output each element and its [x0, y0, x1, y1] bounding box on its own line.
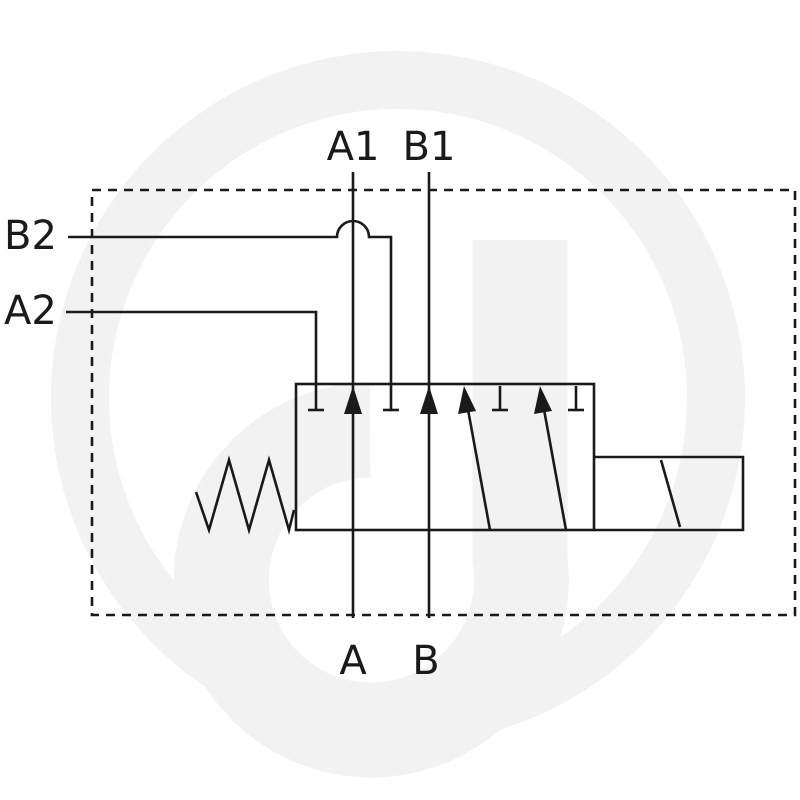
port-label-a2: A2 — [4, 288, 57, 334]
port-label-b: B — [412, 638, 439, 684]
port-label-b2: B2 — [4, 213, 57, 259]
spring-icon — [194, 455, 296, 536]
port-line-a2 — [66, 310, 318, 410]
solenoid-icon — [594, 455, 745, 532]
port-line-b2 — [68, 219, 393, 410]
dashed-enclosure — [90, 188, 797, 617]
port-label-b1: B1 — [403, 124, 456, 170]
watermark-logo — [51, 51, 745, 778]
blocked-port-symbols — [308, 386, 584, 412]
flow-arrows — [344, 386, 568, 531]
port-label-a1: A1 — [327, 124, 380, 170]
port-label-a: A — [339, 638, 367, 684]
